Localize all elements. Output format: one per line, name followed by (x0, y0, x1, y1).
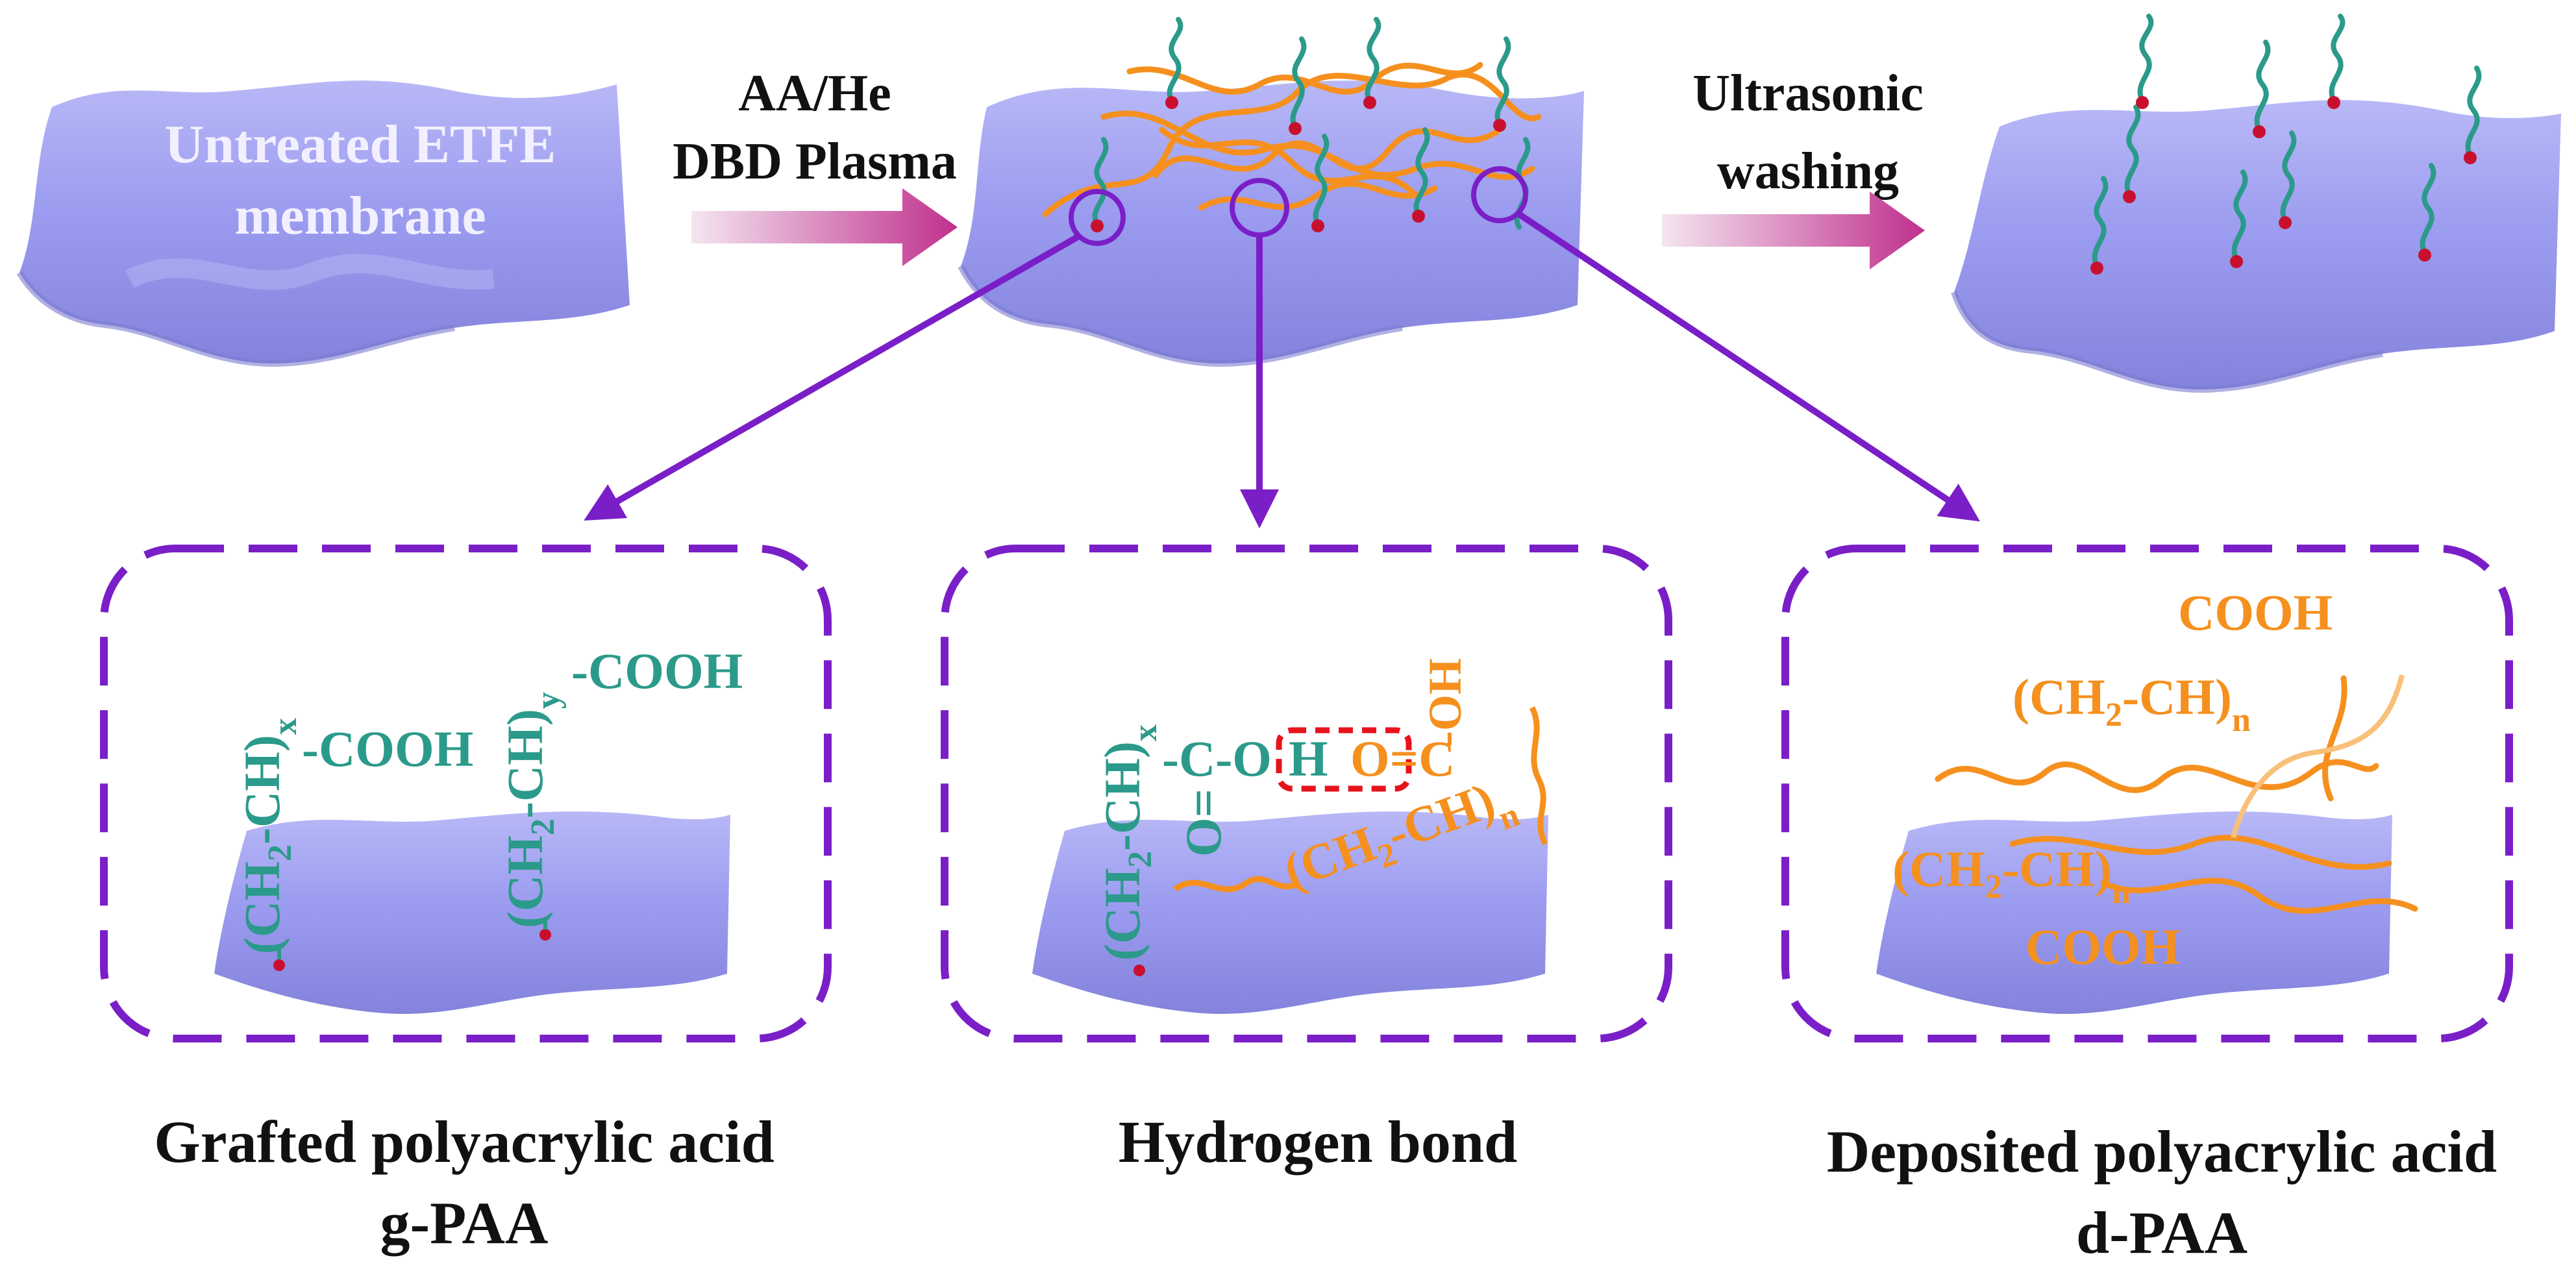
svg-text:(CH2-CH)x: (CH2-CH)x (234, 718, 304, 954)
step1-arrow (691, 188, 958, 266)
graft-points-washed (2090, 96, 2477, 275)
panel-membranes (214, 811, 2392, 1015)
step2-arrow (1662, 191, 1925, 269)
hydrogen-bond-highlight (1276, 727, 1412, 792)
untreated-label-line1: Untreated ETFE (165, 114, 556, 175)
step1-label-line2: DBD Plasma (673, 133, 957, 190)
washed-membrane (1951, 100, 2561, 393)
panel-frames (100, 545, 2513, 1042)
panel2-orange-tail (1173, 876, 1300, 893)
panel3-cooh-top: COOH (2178, 584, 2333, 641)
panel2-graft-point (1133, 965, 1145, 976)
grafted-chains-washed (2092, 14, 2482, 269)
panel2-oh: -OH (1419, 658, 1471, 746)
zoom-circles (1069, 166, 1528, 246)
panel1-chain2-cooh: -COOH (571, 643, 743, 699)
panel2-carbonyl-left: O= (1175, 789, 1232, 857)
caption-grafted: Grafted polyacrylic acid (154, 1109, 774, 1175)
step2-label-line1: Ultrasonic (1692, 65, 1924, 122)
deposited-paa-tangle (1042, 62, 1542, 217)
caption-deposited: Deposited polyacrylic acid (1827, 1118, 2497, 1185)
panel2-acceptor: O=C (1350, 730, 1455, 787)
panel1-chain1: (CH2-CH)x (234, 718, 304, 954)
grafted-chains-top (1092, 17, 1531, 230)
svg-text:O=: O= (1175, 789, 1232, 857)
panel3-cooh-bottom: COOH (2025, 918, 2180, 975)
step2-label-line2: washing (1717, 143, 1899, 200)
panel3-chain-bottom: (CH2-CH)n (1892, 841, 2131, 911)
svg-text:(CH2-CH)x: (CH2-CH)x (1094, 724, 1164, 961)
svg-text:(CH2-CH)y: (CH2-CH)y (497, 692, 567, 928)
panel2-teal-chain: (CH2-CH)x (1094, 724, 1164, 961)
untreated-membrane (16, 80, 630, 367)
panel2-carboxyl: -C-O (1162, 730, 1272, 787)
svg-text:-OH: -OH (1419, 658, 1471, 746)
caption-hbond: Hydrogen bond (1119, 1109, 1517, 1175)
panel3-chain-top: (CH2-CH)n (2012, 669, 2251, 739)
panel3-orange-strands (1935, 675, 2418, 914)
panel1-chain2: (CH2-CH)y (497, 692, 567, 928)
step1-label-line1: AA/He (738, 65, 891, 122)
treated-membrane (958, 80, 1584, 367)
caption-dpaa: d-PAA (2076, 1200, 2248, 1266)
panel2-orange-tail-right (1529, 706, 1548, 846)
panel1-graft-points (273, 929, 551, 971)
panel3-light-strand (2231, 674, 2405, 839)
untreated-label-line2: membrane (234, 186, 486, 246)
panel2-hydrogen: H (1289, 730, 1328, 787)
zoom-arrows (584, 211, 1980, 528)
caption-gpaa: g-PAA (380, 1190, 549, 1256)
graft-points-top (1091, 96, 1506, 232)
panel1-chain1-cooh: -COOH (302, 721, 473, 777)
panel1-graft-bonds (277, 920, 547, 959)
